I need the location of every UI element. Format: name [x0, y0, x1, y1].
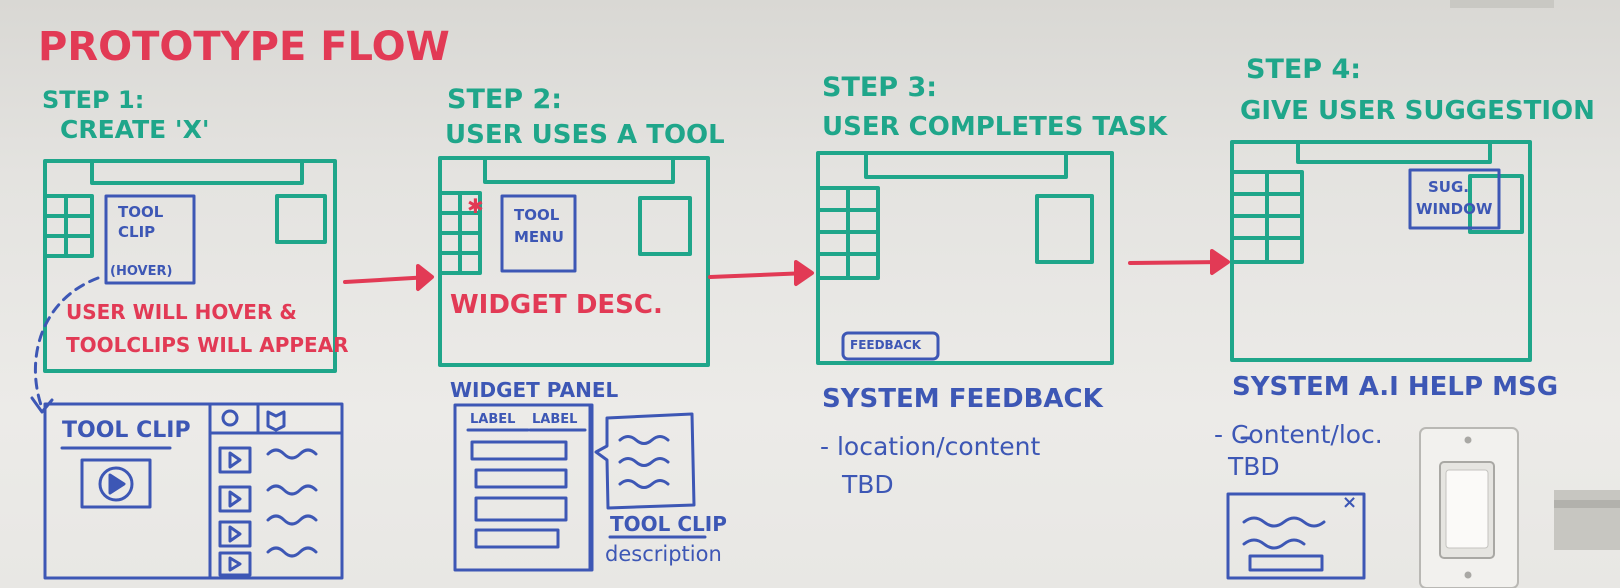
- step1-popup-line2: CLIP: [118, 223, 156, 241]
- step4-line1: - Content/loc.: [1214, 420, 1383, 449]
- step2-heading: STEP 2:: [447, 84, 563, 115]
- step3-feedback-box: [841, 331, 940, 361]
- help-message-sketch: [1226, 492, 1366, 580]
- step1-note-line1: USER WILL HOVER &: [66, 300, 297, 324]
- step3-line1: - location/content: [820, 432, 1041, 461]
- step1-note-line2: TOOLCLIPS WILL APPEAR: [66, 333, 349, 357]
- step2-star-icon: ✱: [467, 194, 484, 218]
- toolclip-caption-title: TOOL CLIP: [610, 512, 727, 536]
- step4-subtitle: GIVE USER SUGGESTION: [1240, 96, 1595, 126]
- close-icon: ×: [1342, 492, 1358, 513]
- widget-panel-title: WIDGET PANEL: [450, 378, 619, 402]
- arrow-3-to-4: [1128, 260, 1226, 265]
- arrow-2-to-3: [708, 271, 810, 279]
- step2-widget-desc: WIDGET DESC.: [450, 290, 663, 320]
- arrow-1-to-2: [343, 275, 432, 284]
- step4-window: [1230, 140, 1532, 362]
- step1-heading: STEP 1:: [42, 86, 145, 114]
- step2-window: [438, 156, 710, 367]
- wall-bracket-top: [1450, 0, 1554, 8]
- widget-panel-label-a: LABEL: [470, 412, 516, 427]
- step3-window: [816, 151, 1114, 365]
- step4-sug-line1: SUG.: [1428, 178, 1469, 196]
- step2-tool-menu: [500, 194, 577, 273]
- step1-popup-line1: TOOL: [118, 203, 164, 221]
- toolclip-detail-panel: [43, 402, 344, 580]
- step1-popup-line3: (HOVER): [110, 264, 173, 279]
- step1-toolclip-popup: [104, 194, 196, 285]
- step1-subtitle: CREATE 'X': [60, 115, 210, 144]
- step3-feedback-label: FEEDBACK: [850, 338, 922, 352]
- step4-heading: STEP 4:: [1246, 54, 1362, 85]
- step3-heading: STEP 3:: [822, 72, 938, 103]
- widget-panel-sketch: [453, 403, 707, 572]
- wall-bracket-right: [1554, 490, 1620, 550]
- step4-line2: TBD: [1228, 452, 1280, 481]
- toolclip-caption-desc: description: [605, 542, 722, 566]
- step4-section-title: SYSTEM A.I HELP MSG: [1232, 372, 1559, 402]
- widget-panel-label-b: LABEL: [532, 412, 578, 427]
- step2-menu-line1: TOOL: [514, 206, 560, 224]
- dashed-connector: [34, 276, 100, 410]
- step2-menu-line2: MENU: [514, 228, 564, 246]
- step1-window: [43, 159, 337, 373]
- light-switch: [1419, 427, 1519, 588]
- step4-suggestion-window: [1408, 168, 1501, 230]
- toolclip-detail-title: TOOL CLIP: [62, 418, 191, 443]
- page-title: PROTOTYPE FLOW: [38, 24, 450, 70]
- step2-subtitle: USER USES A TOOL: [445, 120, 725, 150]
- step3-line2: TBD: [842, 470, 894, 499]
- step3-subtitle: USER COMPLETES TASK: [822, 112, 1168, 142]
- step3-section-title: SYSTEM FEEDBACK: [822, 384, 1103, 414]
- step4-sug-line2: WINDOW: [1416, 200, 1493, 218]
